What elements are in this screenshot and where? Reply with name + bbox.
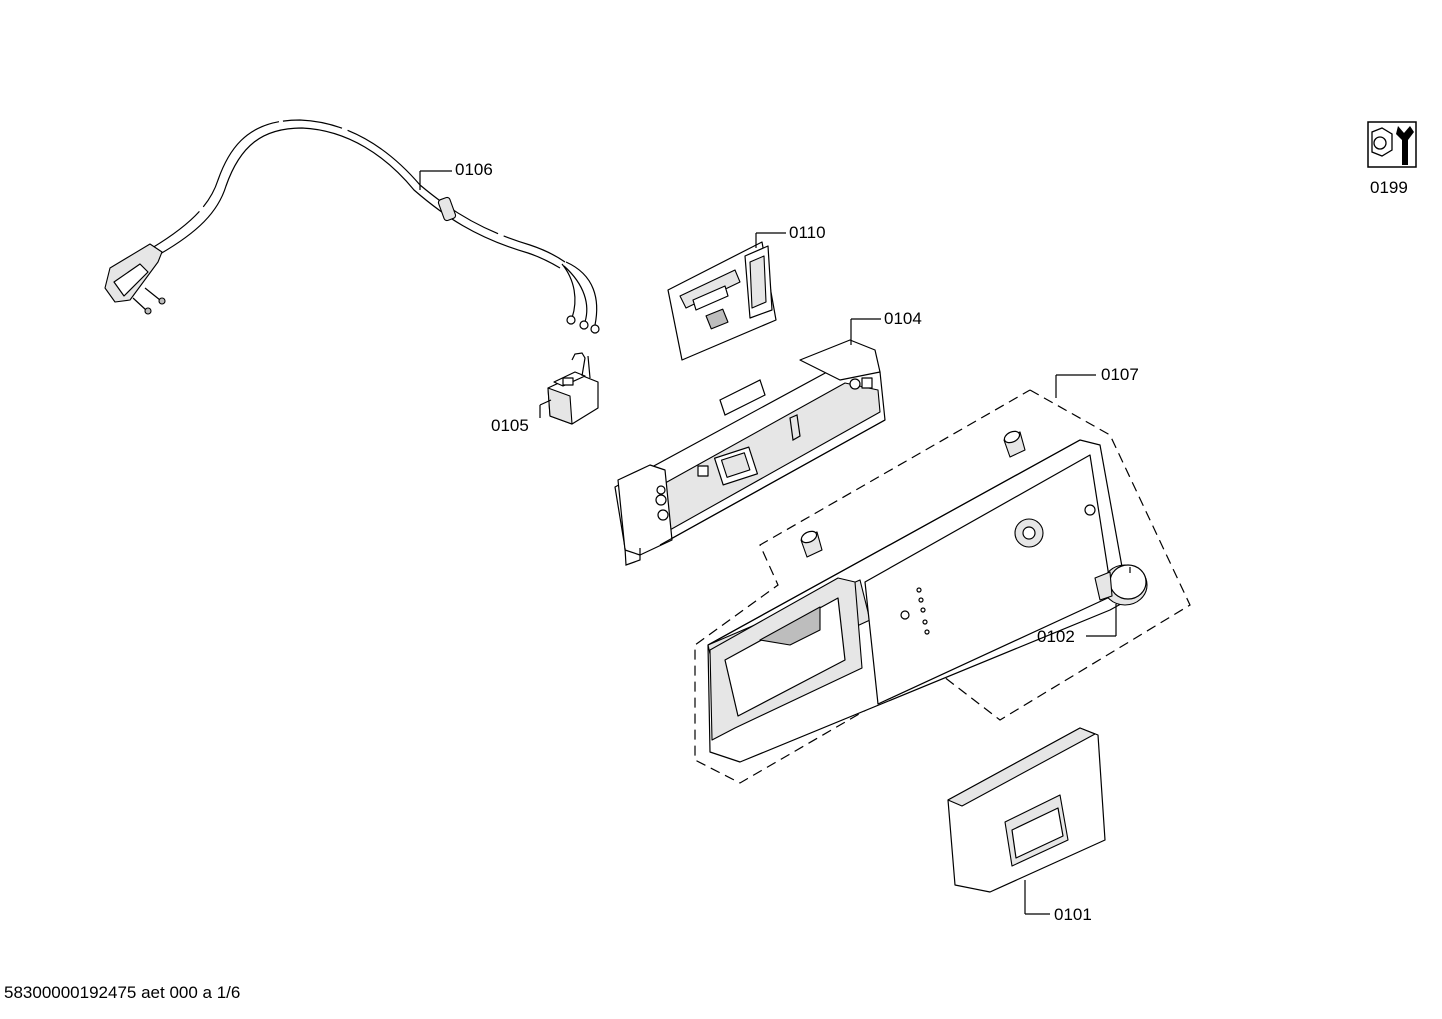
panel-group-outline (694, 389, 1191, 784)
module-housing-part[interactable] (614, 339, 886, 566)
label-0110: 0110 (789, 223, 826, 242)
document-id: 58300000192475 aet 000 a 1/6 (4, 983, 240, 1002)
drawer-handle-part[interactable] (947, 727, 1106, 893)
label-0101: 0101 (1054, 905, 1092, 924)
label-0105: 0105 (491, 416, 529, 435)
knob-part[interactable] (1094, 564, 1148, 606)
suppressor-part[interactable] (547, 352, 599, 425)
label-0106: 0106 (455, 160, 493, 179)
power-cord-part[interactable] (104, 119, 600, 334)
wrench-nut-icon[interactable] (1367, 121, 1417, 168)
control-panel-part[interactable] (707, 429, 1129, 763)
label-0102: 0102 (1037, 627, 1075, 646)
label-0107: 0107 (1101, 365, 1139, 384)
label-0199: 0199 (1370, 178, 1408, 197)
circuit-board-part[interactable] (667, 241, 777, 361)
label-0104: 0104 (884, 309, 922, 328)
